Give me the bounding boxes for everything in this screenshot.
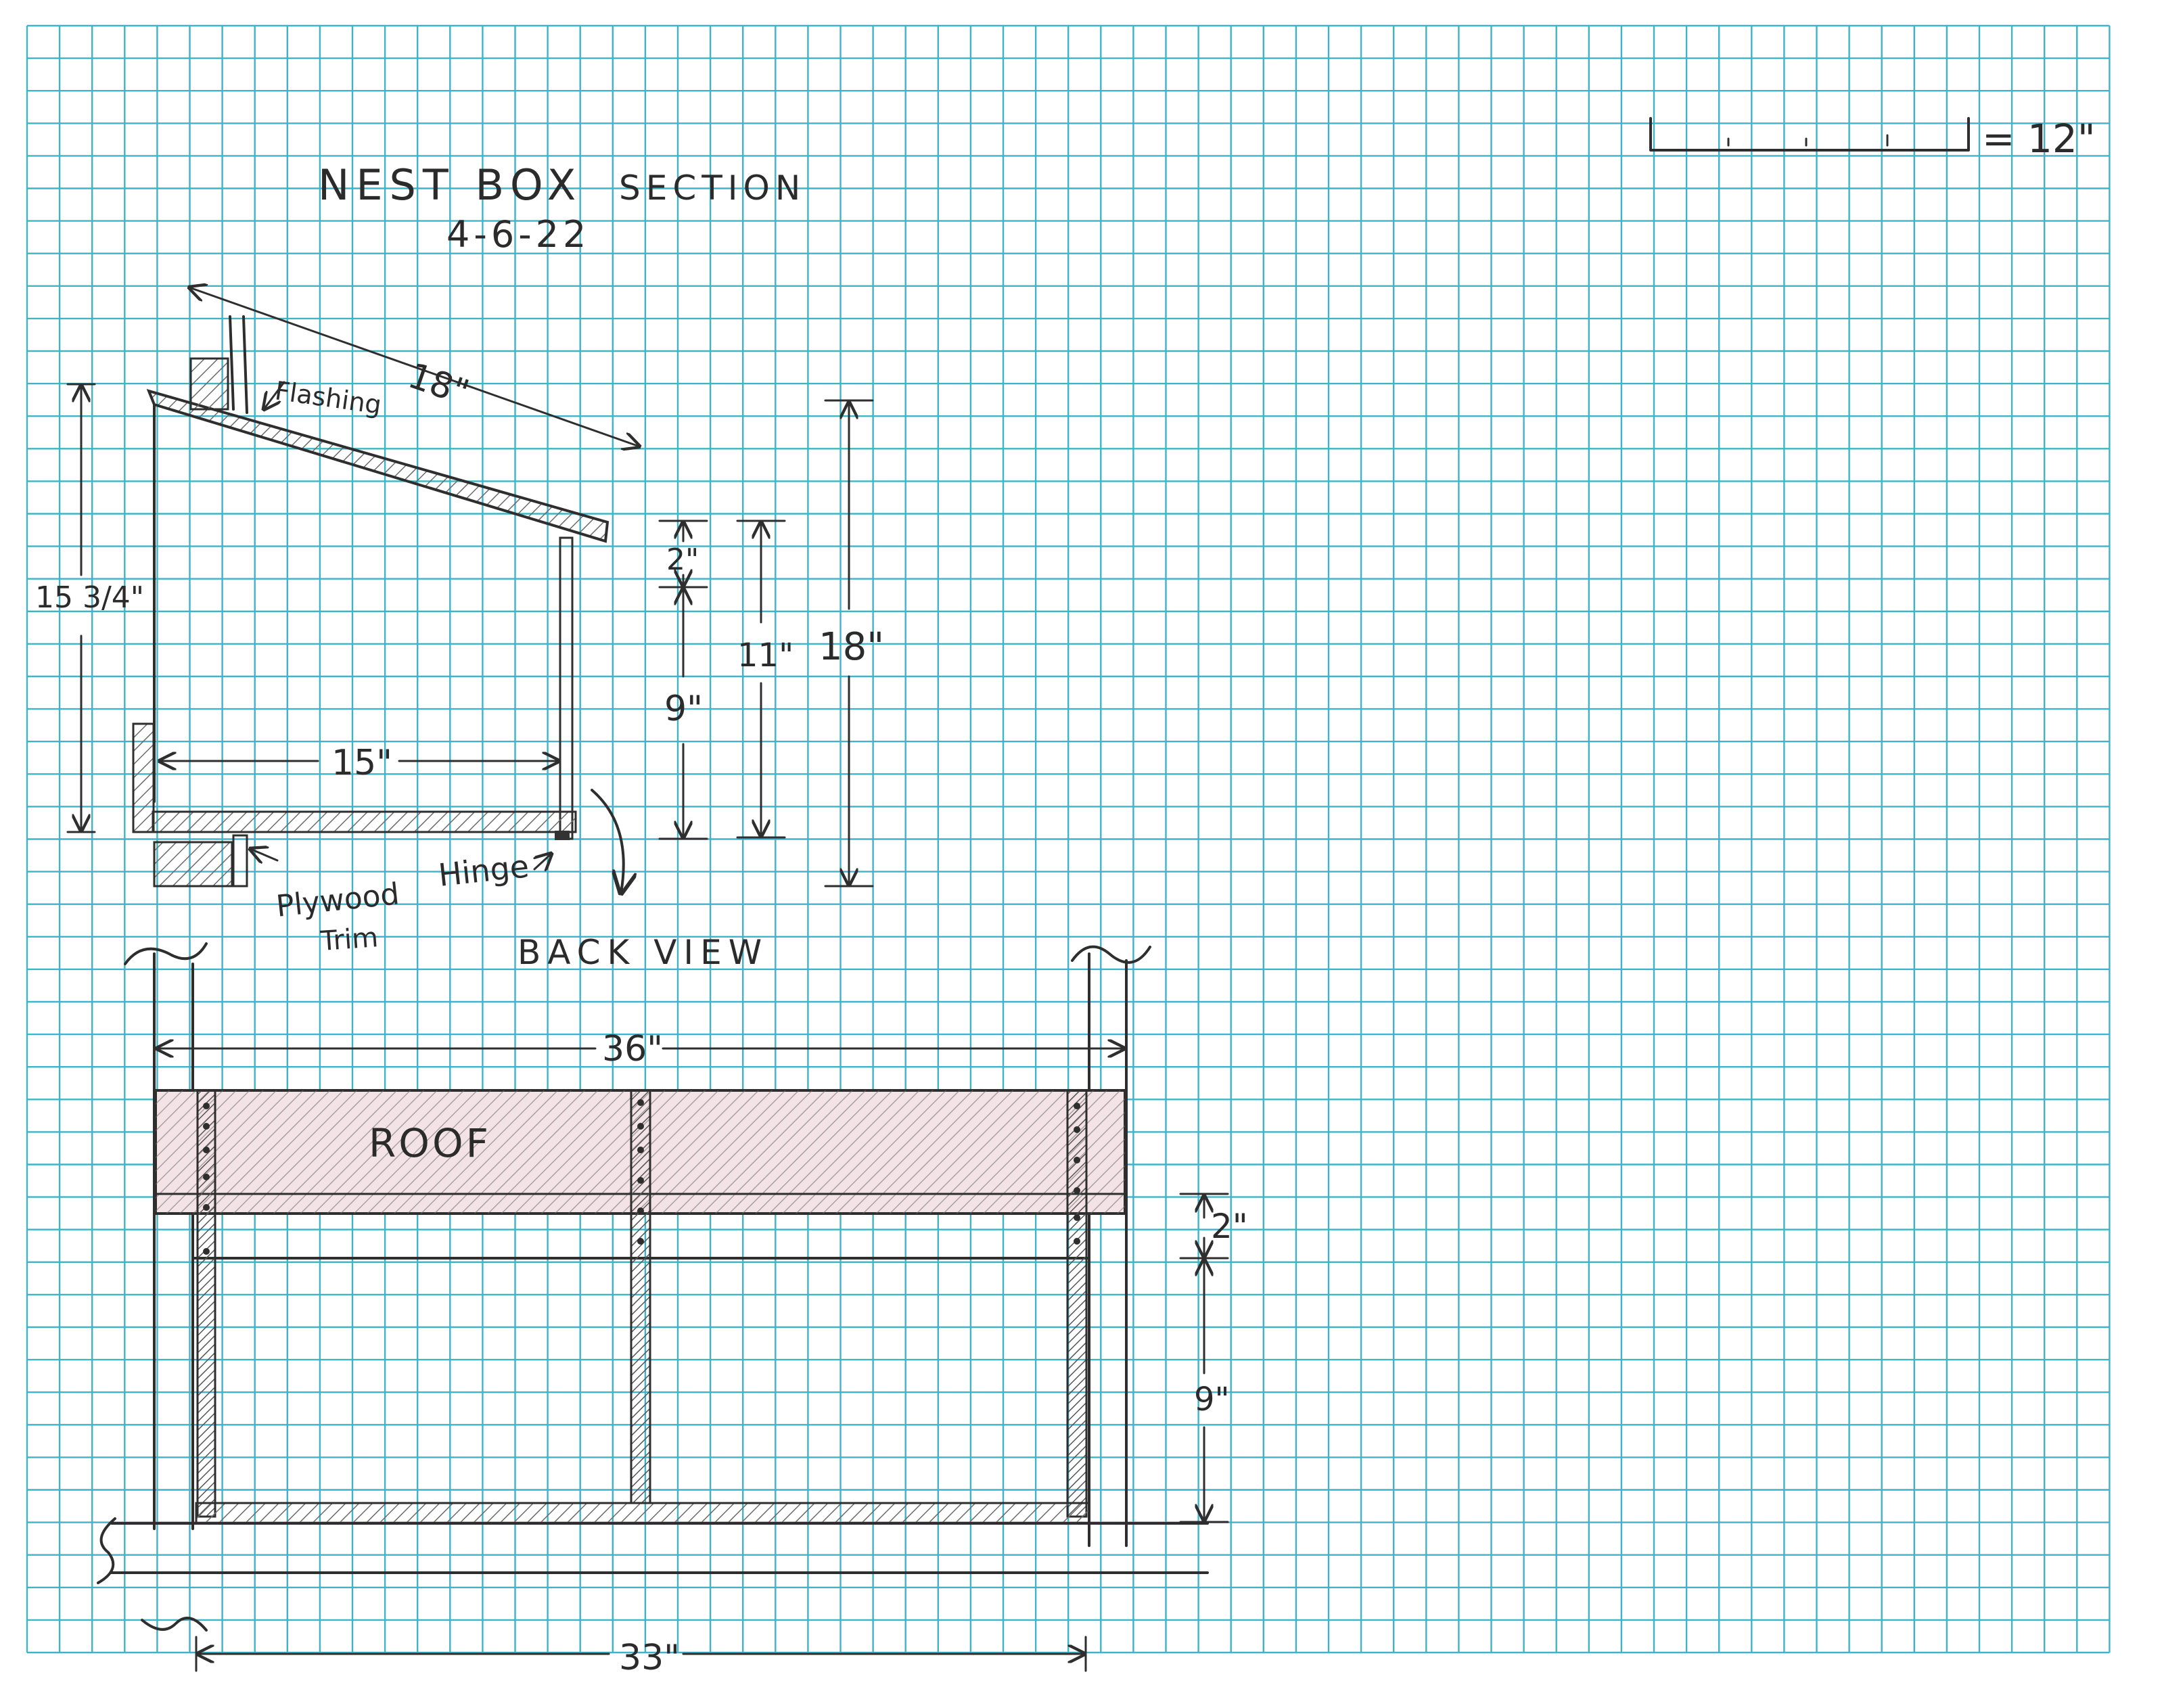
trim-label: Trim [319,922,379,957]
dim-roof-length: 18" [403,356,474,414]
dim-section-door: 9" [664,689,703,729]
section-date: 4-6-22 [446,213,590,256]
section-title: NEST BOX [318,160,582,210]
back-view: BACK VIEW 36" ROOF [97,933,1248,1678]
flashing-label: Flashing [273,375,384,420]
plywood-trim-strip [232,834,248,887]
right-break-mark-top [1071,945,1151,964]
left-break-mark-top [124,942,208,965]
screw-holes [203,1099,1080,1255]
floor-board [152,810,577,833]
section-title-block: NEST BOX SECTION 4-6-22 [318,160,806,256]
front-wall [559,536,574,840]
back-view-title: BACK VIEW [518,933,768,972]
bottom-board [195,1502,1090,1525]
dim-section-height: 15 3/4" [35,580,144,615]
scale-bar: = 12" [1649,116,2096,162]
support-block [153,841,233,887]
hinge-label: Hinge [437,848,531,894]
left-divider [196,1089,216,1518]
plywood-label: Plywood [275,877,401,924]
roof-label: ROOF [369,1120,491,1166]
section-view: 18" Flashing 15 3/4" 15" 2" 9" [35,287,884,957]
flashing-block [189,357,229,411]
dim-section-depth: 15" [331,743,392,783]
section-title-2: SECTION [619,168,806,208]
dim-back-bottom: 33" [619,1638,680,1678]
hinge [555,831,570,840]
dim-back-box: 9" [1194,1381,1230,1418]
right-divider [1066,1089,1088,1518]
dim-section-total: 18" [819,625,884,669]
back-trim [132,722,155,833]
dim-section-front: 11" [737,637,794,674]
dim-section-opening: 2" [666,543,699,577]
beam-break-mark [97,1517,116,1584]
left-break-mark-bottom [141,1617,208,1632]
dim-back-width: 36" [602,1029,663,1069]
dim-back-gap: 2" [1211,1207,1248,1246]
scale-label: = 12" [1982,116,2096,162]
